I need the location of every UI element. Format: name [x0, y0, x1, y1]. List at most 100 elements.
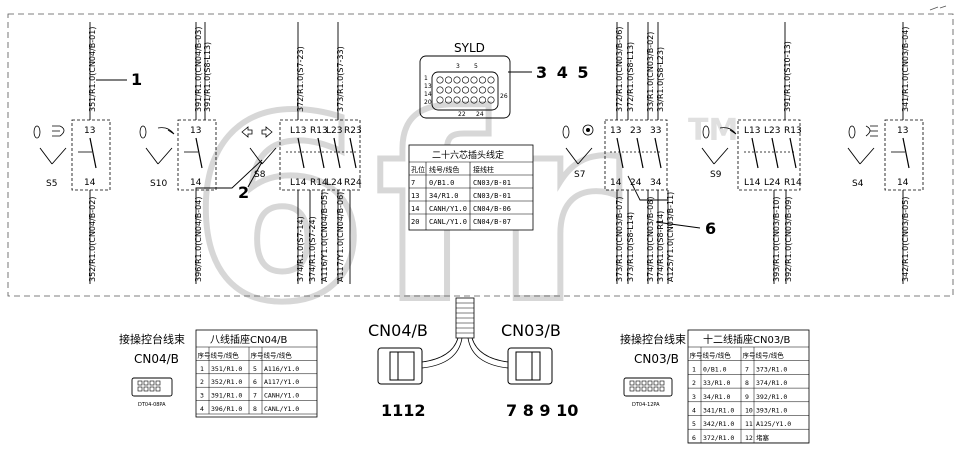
- syld-pin: [478, 96, 486, 104]
- syld-table-cell: CANH/Y1.0: [429, 205, 467, 213]
- switch-s7-label: S7: [574, 170, 585, 180]
- connector-pin: [635, 380, 641, 386]
- wires: [89, 22, 904, 284]
- syld-table-header: 接线柱: [473, 165, 494, 174]
- lamp-icon: [33, 125, 65, 139]
- svg-text:R13: R13: [310, 126, 328, 136]
- syld-pin: [470, 96, 478, 104]
- svg-text:L24: L24: [326, 178, 343, 188]
- pin-table-cell: 8: [253, 405, 257, 413]
- connector-pin: [137, 380, 143, 386]
- pin-table-cell: 341/R1.0: [703, 407, 734, 415]
- svg-text:13: 13: [190, 126, 201, 136]
- svg-text:3: 3: [456, 63, 460, 70]
- pin-table-cell: 373/R1.0: [756, 365, 787, 373]
- syld-pin: [436, 76, 444, 84]
- syld-table-header: 线号/线色: [429, 165, 459, 174]
- wire-label-top: 372/R1.0(CN03/B-06): [615, 27, 624, 113]
- syld-pin: [453, 96, 461, 104]
- pin-table-cell: 3: [692, 393, 696, 401]
- wire-label-top: 372/R1.0(S7-23): [296, 46, 305, 112]
- pin-table-cell: CANH/Y1.0: [264, 392, 299, 400]
- svg-text:L13: L13: [290, 126, 306, 136]
- harness-left-label: CN04/B: [368, 321, 428, 340]
- connector-pin: [155, 380, 161, 386]
- wire-label-bottom: 352/R1.0(CN04/B-02): [88, 197, 97, 283]
- syld-pin: [461, 76, 469, 84]
- svg-text:33: 33: [650, 126, 661, 136]
- pin-table-cell: 6: [692, 434, 696, 442]
- syld-pin: [444, 96, 452, 104]
- switch-s8: L13 R13 L23 R23 L14 R14 L24 R24 S8: [241, 119, 362, 191]
- switch-s10-label: S10: [150, 179, 167, 189]
- svg-text:L24: L24: [764, 178, 781, 188]
- wire-label-bottom: A116/Y1.0(CN04/B-05): [320, 192, 329, 282]
- svg-text:24: 24: [476, 111, 484, 118]
- wire-label-top: 391/R1.0(S10-13): [783, 41, 792, 112]
- svg-text:L14: L14: [290, 178, 307, 188]
- svg-text:R14: R14: [784, 178, 802, 188]
- panel-cn04: 接操控台线束 CN04/B DT04-08PA 八线插座CN04/B 序号线号/…: [119, 329, 318, 418]
- wire-label-top: 351/R1.0(CN04/B-01): [88, 27, 97, 113]
- wire-label-top: 373/R1.0(S7-33): [336, 46, 345, 112]
- arrow-left-right-icon: [241, 126, 273, 138]
- switch-s5-label: S5: [46, 179, 57, 189]
- syld-table-cell: CN04/B-07: [473, 218, 511, 226]
- svg-text:14: 14: [424, 91, 432, 98]
- callout-1112: 1112: [381, 401, 426, 420]
- connector-pin: [149, 380, 155, 386]
- svg-text:20: 20: [424, 99, 432, 106]
- syld-table-cell: CN03/B-01: [473, 179, 511, 187]
- wire-label-bottom: 374/R1.0(S7-24): [308, 216, 317, 282]
- syld-connector: SYLD 3 5 1 13 14 20 26 22 24: [419, 41, 511, 119]
- connector-pin: [647, 380, 653, 386]
- watermark: 6fr TM: [187, 59, 738, 362]
- syld-table-cell: CANL/Y1.0: [429, 218, 467, 226]
- connector-pin: [659, 380, 665, 386]
- panel-cn03-connector: CN03/B: [634, 352, 679, 366]
- pin-table-cell: 5: [253, 365, 257, 373]
- wire-label-top: 33/R1.0(S8-L23): [656, 47, 665, 112]
- switch-s9: L13 L14 L23 L24 R13 R14 S9: [701, 119, 802, 191]
- pin-table-cell: 33/R1.0: [703, 379, 730, 387]
- syld-pin: [461, 96, 469, 104]
- lamp-icon: [702, 125, 737, 139]
- switch-s4: 13 14 S4: [847, 119, 924, 191]
- pin-table-cell: 372/R1.0: [703, 434, 734, 442]
- pin-table-cell: 34/R1.0: [703, 393, 730, 401]
- wire-label-bottom: 393/R1.0(CN03/B-10): [772, 197, 781, 283]
- svg-text:1: 1: [424, 75, 428, 82]
- wire-label-bottom: 374/R1.0(S7-14): [296, 216, 305, 282]
- svg-text:L23: L23: [764, 126, 780, 136]
- wire-label-bottom: 392/R1.0(CN03/B-09): [784, 197, 793, 283]
- pin-table-cell: 10: [745, 407, 753, 415]
- connector-pin: [653, 386, 659, 392]
- beacon-icon: [562, 124, 594, 139]
- syld-pin: [487, 96, 495, 104]
- connector-pin: [641, 380, 647, 386]
- svg-text:R14: R14: [310, 178, 328, 188]
- pin-table-cell: 3: [200, 392, 204, 400]
- pin-table-cell: 374/R1.0: [756, 379, 787, 387]
- syld-pin: [478, 86, 486, 94]
- connector-pin: [149, 386, 155, 392]
- connector-pin: [629, 386, 635, 392]
- wire-label-top: 341/R1.0(CN03/B-04): [901, 27, 910, 113]
- svg-text:13: 13: [424, 83, 432, 90]
- pin-table-header: 线号/线色: [756, 351, 785, 360]
- connector-pin: [647, 386, 653, 392]
- connector-pin: [635, 386, 641, 392]
- pin-table-cell: 391/R1.0: [211, 392, 242, 400]
- syld-label: SYLD: [454, 41, 485, 55]
- switch-s7: 13 23 33 14 24 34 S7: [562, 119, 668, 191]
- corner-mark: [929, 5, 947, 11]
- pin-table-cell: 1: [692, 365, 696, 373]
- wire-label-bottom: 396/R1.0(CN04/B-04): [194, 197, 203, 283]
- svg-text:13: 13: [610, 126, 621, 136]
- wire-label-top: 391/R1.0(S8-L13): [203, 42, 212, 112]
- svg-text:R24: R24: [344, 178, 362, 188]
- syld-pin: [444, 76, 452, 84]
- pin-table-cell: A117/Y1.0: [264, 378, 299, 386]
- panel-cn04-connector: CN04/B: [134, 352, 179, 366]
